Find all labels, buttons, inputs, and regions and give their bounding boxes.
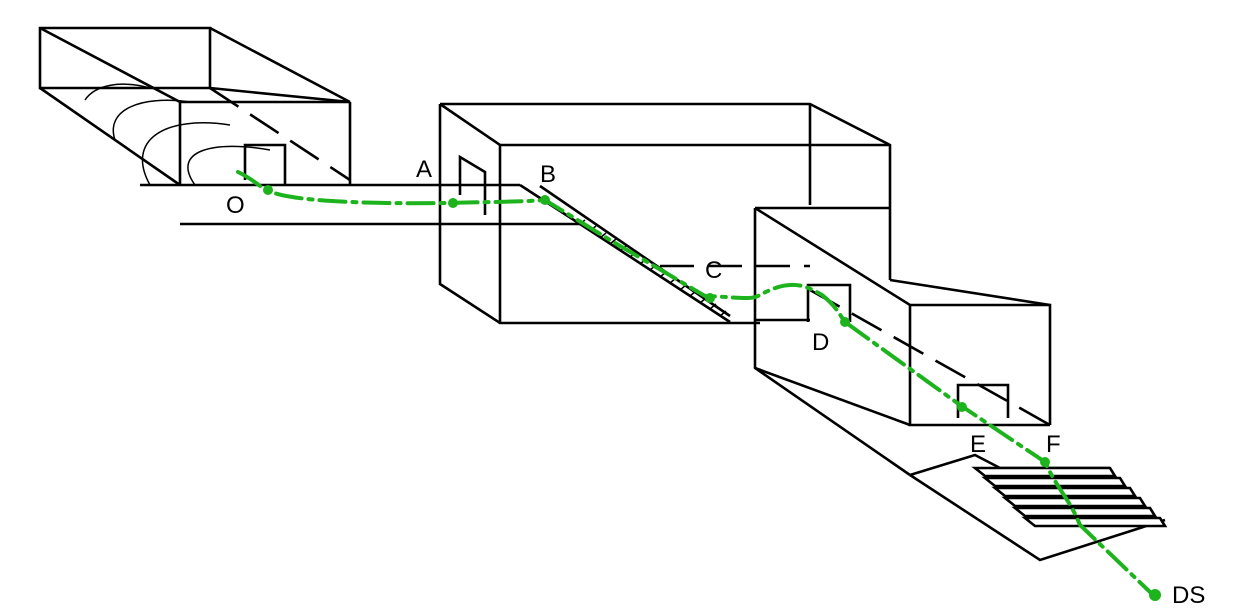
upstream-reservoir — [38, 26, 580, 226]
label-b: B — [540, 161, 556, 188]
label-e: E — [970, 431, 986, 458]
label-c: C — [705, 257, 722, 284]
flow-point-b — [540, 195, 550, 205]
flow-point-o — [263, 185, 273, 195]
flow-point-f — [1040, 457, 1050, 467]
flow-point-e — [957, 402, 967, 412]
downstream-chamber — [753, 206, 1168, 562]
label-f: F — [1046, 431, 1061, 458]
middle-chamber — [438, 102, 892, 325]
label-o: O — [226, 192, 245, 219]
flow-point-a — [448, 198, 458, 208]
flow-line — [236, 170, 1152, 594]
flow-path — [236, 170, 1161, 601]
label-a: A — [416, 156, 432, 183]
point-labels: O A B C D E F DS — [226, 156, 1205, 609]
flow-point-c — [705, 293, 715, 303]
label-d: D — [812, 329, 829, 356]
flow-point-d — [840, 317, 850, 327]
flow-point-ds — [1149, 589, 1161, 601]
label-ds: DS — [1172, 582, 1205, 609]
